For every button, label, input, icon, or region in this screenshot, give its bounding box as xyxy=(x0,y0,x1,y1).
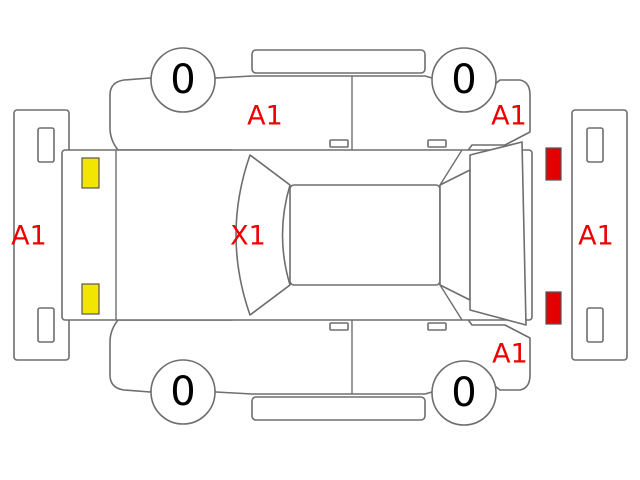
tire-front-left: 0 xyxy=(150,47,216,113)
damage-front-bumper: A1 xyxy=(11,221,47,252)
rear-left-taillamp xyxy=(545,147,562,181)
top-view-body xyxy=(61,141,533,326)
tire-rear-left-value: 0 xyxy=(451,57,476,103)
damage-left-front-door: A1 xyxy=(247,101,283,132)
tire-front-right: 0 xyxy=(150,359,216,425)
damage-rear-bumper: A1 xyxy=(578,221,614,252)
damage-roof-windshield: X1 xyxy=(230,221,266,252)
tire-front-left-value: 0 xyxy=(170,57,195,103)
tire-front-right-value: 0 xyxy=(170,369,195,415)
front-left-headlamp xyxy=(81,157,100,189)
damage-left-rear-quarter: A1 xyxy=(491,101,527,132)
rear-bumper xyxy=(571,109,628,361)
rear-right-taillamp xyxy=(545,291,562,325)
front-right-headlamp xyxy=(81,283,100,315)
tire-rear-right-value: 0 xyxy=(451,370,476,416)
damage-right-rear-quarter: A1 xyxy=(492,339,528,370)
tire-rear-left: 0 xyxy=(431,47,497,113)
tire-rear-right: 0 xyxy=(431,360,497,426)
